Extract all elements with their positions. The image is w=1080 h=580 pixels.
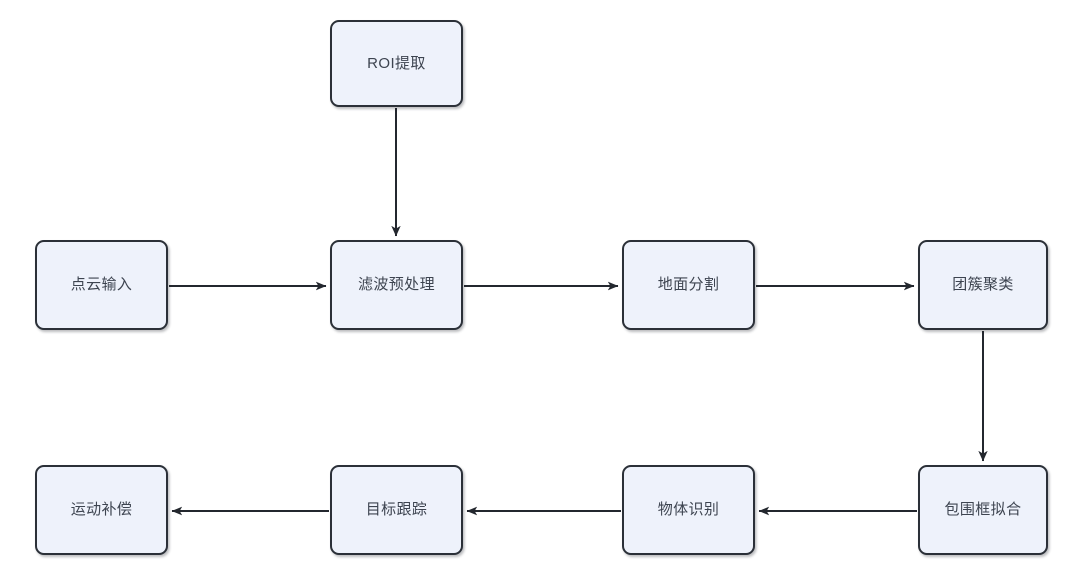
node-motion-compensation[interactable]: 运动补偿 — [35, 465, 168, 555]
node-label: ROI提取 — [367, 54, 426, 72]
node-object-recognition[interactable]: 物体识别 — [622, 465, 755, 555]
node-label: 运动补偿 — [70, 501, 133, 518]
node-filter-preprocessing[interactable]: 滤波预处理 — [330, 240, 463, 330]
node-point-cloud-input[interactable]: 点云输入 — [35, 240, 168, 330]
node-target-tracking[interactable]: 目标跟踪 — [330, 465, 463, 555]
node-label: 滤波预处理 — [357, 276, 435, 293]
node-ground-segmentation[interactable]: 地面分割 — [622, 240, 755, 330]
node-roi-extraction[interactable]: ROI提取 — [330, 20, 463, 107]
node-label: 点云输入 — [70, 276, 133, 293]
node-bounding-box-fitting[interactable]: 包围框拟合 — [918, 465, 1048, 555]
node-label: 物体识别 — [657, 501, 720, 518]
node-label: 地面分割 — [657, 276, 720, 293]
node-label: 目标跟踪 — [365, 501, 428, 518]
node-label: 包围框拟合 — [944, 501, 1022, 518]
node-cluster-clustering[interactable]: 团簇聚类 — [918, 240, 1048, 330]
node-label: 团簇聚类 — [952, 276, 1014, 293]
